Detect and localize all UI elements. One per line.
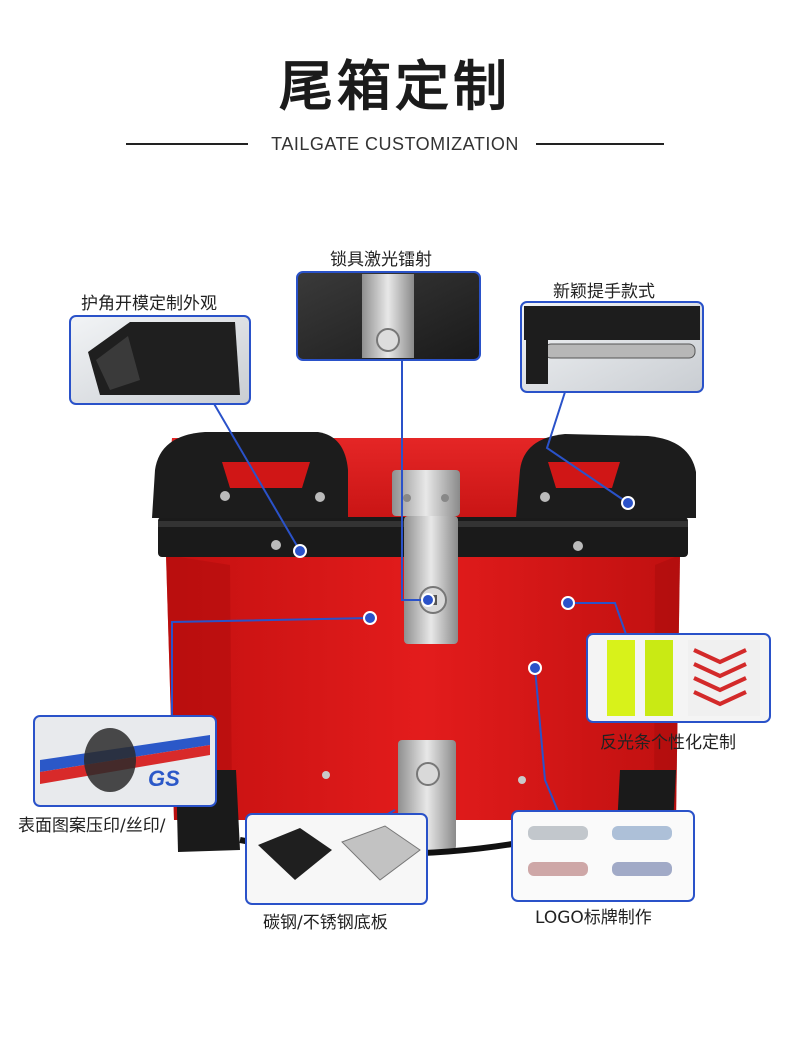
subtitle-row: TAILGATE CUSTOMIZATION [126, 132, 664, 156]
leader-dots [293, 496, 635, 675]
label-handle: 新颖提手款式 [553, 282, 655, 302]
lock-plate [404, 516, 458, 644]
lock-laser-photo [296, 271, 481, 361]
handle-photo [520, 301, 704, 393]
corner-guard-photo [69, 315, 251, 405]
label-lock-laser: 锁具激光镭射 [330, 250, 432, 270]
page-subtitle: TAILGATE CUSTOMIZATION [271, 134, 519, 154]
reflective-strip-photo [586, 633, 771, 723]
surface-print-photo: GS [33, 715, 217, 807]
page-title: 尾箱定制 [279, 55, 511, 118]
label-corner-guard: 护角开模定制外观 [81, 294, 217, 314]
box-body [166, 555, 680, 820]
subtitle-right-rule [536, 143, 664, 145]
leader-lines [171, 360, 629, 817]
label-reflective: 反光条个性化定制 [600, 733, 736, 753]
lid-latch [392, 470, 460, 516]
svg-text:GS: GS [148, 766, 180, 791]
subtitle-left-rule [126, 143, 248, 145]
base-plate-photo [245, 813, 428, 905]
label-base-plate: 碳钢/不锈钢底板 [263, 913, 388, 933]
label-surface-print: 表面图案压印/丝印/ [18, 816, 166, 836]
red-tail-box [152, 432, 696, 857]
logo-plate-photo [511, 810, 695, 902]
label-logo-plate: LOGO标牌制作 [535, 908, 652, 928]
